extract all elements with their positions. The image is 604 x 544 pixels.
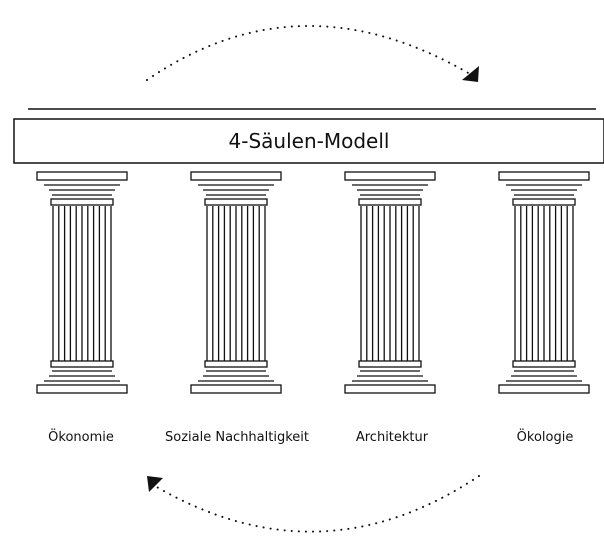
cycle-arrow-bottom: [147, 475, 480, 533]
pillar-neck: [512, 198, 576, 206]
pillar-4: [498, 171, 590, 394]
pillar-neck: [358, 198, 422, 206]
cycle-arrow-top: [146, 25, 479, 82]
pillar-label-oekologie: Ökologie: [517, 428, 574, 445]
pillar-label-soziale-nachhaltigkeit: Soziale Nachhaltigkeit: [165, 430, 309, 445]
pillar-base-neck: [512, 360, 576, 368]
pillar-capital-slab: [36, 171, 128, 181]
pillar-neck: [50, 198, 114, 206]
pillar-label-oekonomie: Ökonomie: [48, 428, 114, 445]
pillar-base-neck: [204, 360, 268, 368]
pillars: [36, 171, 590, 394]
pillar-capital-slab: [344, 171, 436, 181]
pillar-1: [36, 171, 128, 394]
pillar-base-neck: [358, 360, 422, 368]
pillar-capital-slab: [498, 171, 590, 181]
pillar-neck: [204, 198, 268, 206]
pillar-base-slab: [498, 384, 590, 394]
pillar-base-slab: [190, 384, 282, 394]
pillar-capital-slab: [190, 171, 282, 181]
title-banner: [13, 118, 604, 164]
pediment: 4-Säulen-Modell: [13, 108, 604, 164]
arrowhead-bottom-icon: [147, 476, 163, 492]
diagram-title: 4-Säulen-Modell: [229, 129, 390, 153]
pillar-label-architektur: Architektur: [356, 430, 429, 445]
pillar-3: [344, 171, 436, 394]
pillar-base-slab: [344, 384, 436, 394]
pillar-2: [190, 171, 282, 394]
pillar-base-slab: [36, 384, 128, 394]
pillar-base-neck: [50, 360, 114, 368]
arrowhead-top-icon: [462, 66, 479, 82]
